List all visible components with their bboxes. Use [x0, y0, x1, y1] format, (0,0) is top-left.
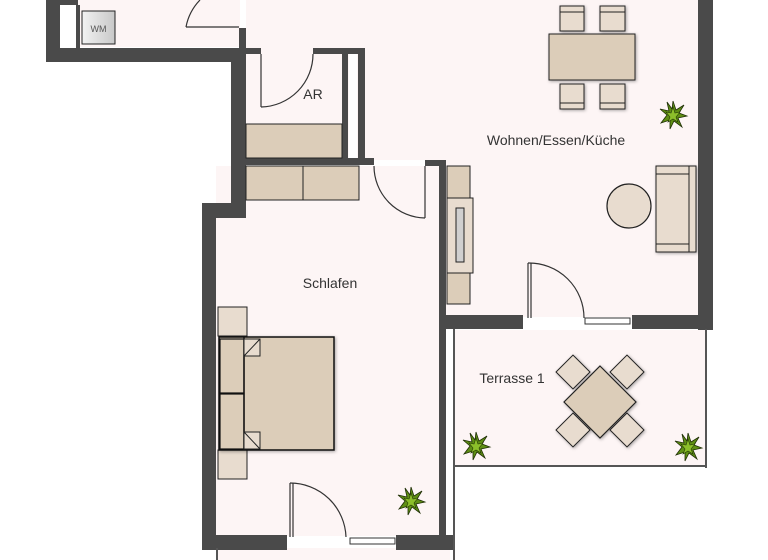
wm-label: WM: [91, 24, 107, 34]
room-labels: Wohnen/Essen/Küche Schlafen AR Terrasse …: [303, 86, 626, 386]
bed: [217, 306, 335, 480]
room-label-ar: AR: [303, 86, 322, 102]
dining-table: [548, 5, 636, 110]
tv-unit: [446, 165, 474, 305]
room-label-wohnen: Wohnen/Essen/Küche: [487, 132, 625, 148]
sofa: [655, 165, 697, 253]
washing-machine: WM: [81, 10, 116, 45]
room-label-schlafen: Schlafen: [303, 275, 357, 291]
doors: [185, 0, 585, 538]
windows: [62, 6, 631, 545]
coffee-table: [606, 183, 652, 229]
terrace-table: [555, 354, 645, 448]
storage-cabinets: [245, 123, 360, 201]
room-label-terrasse: Terrasse 1: [479, 370, 545, 386]
walls: [46, 0, 713, 560]
